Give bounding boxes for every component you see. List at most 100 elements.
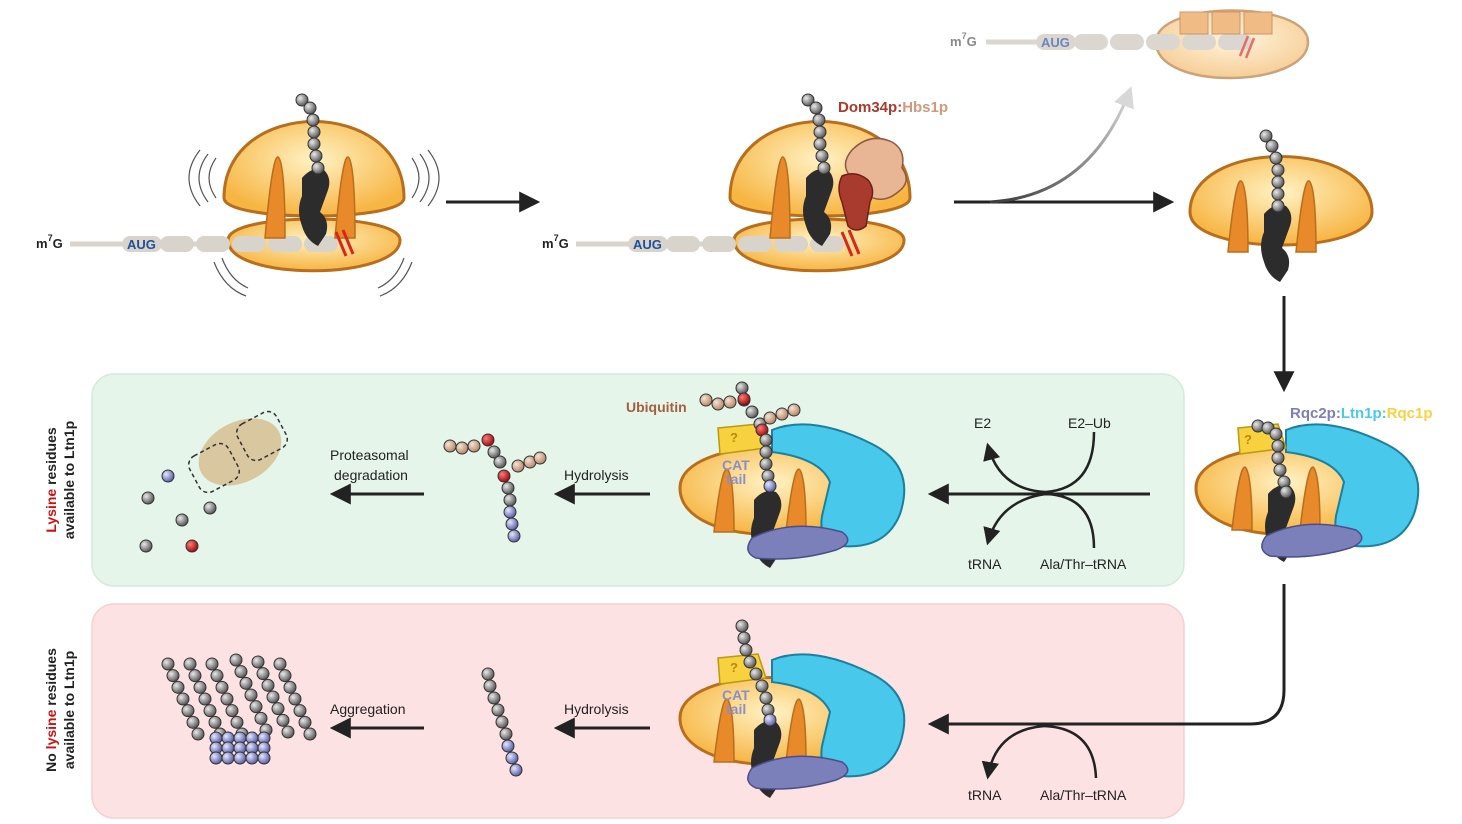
green-panel [91,373,1185,587]
amino-acid-bead [210,669,224,683]
amino-acid-bead [763,479,777,493]
amino-acid-bead [307,137,321,151]
rqc-complex-label: Rqc2p:Ltn1p:Rqc1p [1290,405,1433,422]
trna-a-site [334,156,356,239]
amino-acid-bead [759,691,773,705]
lysine-bead [737,392,751,406]
amino-acid-bead [166,669,180,683]
vibration-lines [188,149,440,297]
amino-acid-bead [743,655,757,669]
trna-label-green: tRNA [968,556,1002,572]
amino-acid-bead [483,679,497,693]
amino-acid-bead [812,113,826,127]
amino-acid-bead [281,725,295,739]
amino-acid-bead [815,149,829,163]
amino-acid-bead [813,125,827,139]
arrow-release-40s [989,86,1134,204]
amino-acid-bead [288,692,302,706]
ltn1-protein [1285,423,1420,548]
amino-acid-bead [273,657,287,671]
amino-acid-bead [501,481,515,495]
amino-acid-bead [261,678,275,692]
amino-acid-bead [503,493,517,507]
amino-acid-bead [254,711,268,725]
amino-acid-bead [191,727,205,741]
amino-acid-bead [306,113,320,127]
amino-acid-bead [171,680,185,694]
amino-acid-bead [813,137,827,151]
amino-acid-bead [188,669,202,683]
amino-acid-bead [487,691,501,705]
ubiquitin-bead [711,397,725,411]
amino-acid-bead [735,381,749,395]
proteasome [187,410,289,494]
arrow-pink-cat [927,584,1286,735]
m7g-label-1: m7G [36,233,63,251]
amino-acid-bead [229,653,243,667]
amino-acid-bead [1271,163,1285,177]
lysine-bead [497,469,511,483]
amino-acid-bead [303,101,317,115]
amino-acid-bead [745,405,759,419]
amino-acid-bead [193,680,207,694]
amino-acid-bead [503,505,517,519]
amino-acid-bead [175,513,189,527]
amino-acid-bead [245,751,259,765]
amino-acid-bead [208,715,222,729]
amino-acid-bead [256,667,270,681]
amino-acid-bead [1271,199,1285,213]
amino-acid-bead [1273,463,1287,477]
trna-curve-pink [981,724,1098,780]
amino-acid-bead [809,101,823,115]
amino-acid-bead [1271,439,1285,453]
amino-acid-bead [298,715,312,729]
cat-label-green: CAT [722,457,750,473]
ubiquitin-bead [699,393,713,407]
amino-acid-bead [495,715,509,729]
amino-acid-bead [817,161,831,175]
green-side-label-2: available to Ltn1p [61,421,77,539]
amino-acid-bead [509,763,523,777]
ubiquitin-bead [787,403,801,417]
amino-acid-bead [801,93,815,107]
amino-acid-bead [233,751,247,765]
amino-acid-bead [737,631,751,645]
amino-acid-bead [487,445,501,459]
amino-acid-bead [220,692,234,706]
tail-label-pink: tail [726,701,746,717]
amino-acid-bead [283,680,297,694]
amino-acid-bead [735,619,749,633]
amino-acid-bead [141,491,155,505]
degradation-label: degradation [334,467,408,483]
peptide-chains [139,93,1293,777]
aggregation-label: Aggregation [330,701,406,717]
aug-label-1: AUG [127,237,156,252]
amino-acid-bead [307,125,321,139]
nascent-peptide-core [299,169,330,246]
amino-acid-bead [209,751,223,765]
ubiquitin-bead [775,407,789,421]
amino-acid-bead [293,704,307,718]
lysine-bead [481,433,495,447]
amino-acid-bead [759,457,773,471]
amino-acid-bead [303,727,317,741]
hydrolysis-label-green: Hydrolysis [564,467,629,483]
trna-p-site [264,156,286,239]
e2-label: E2 [974,415,991,431]
amino-acid-bead [505,751,519,765]
pink-side-label-2: available to Ltn1p [61,651,77,769]
amino-acid-bead [1259,129,1273,143]
aug-label-2: AUG [633,237,662,252]
amino-acid-bead [755,679,769,693]
ubiquitin-bead [533,451,547,465]
lysine-bead [185,539,199,553]
amino-acid-bead [266,690,280,704]
amino-acid-bead [493,455,507,469]
amino-acid-bead [763,713,777,727]
amino-acid-bead [749,667,763,681]
amino-acid-bead [239,676,253,690]
amino-acid-bead [244,688,258,702]
e2ub-label: E2–Ub [1068,415,1111,431]
hydrolysis-label-pink: Hydrolysis [564,701,629,717]
rqc1-question-1: ? [1244,432,1252,447]
